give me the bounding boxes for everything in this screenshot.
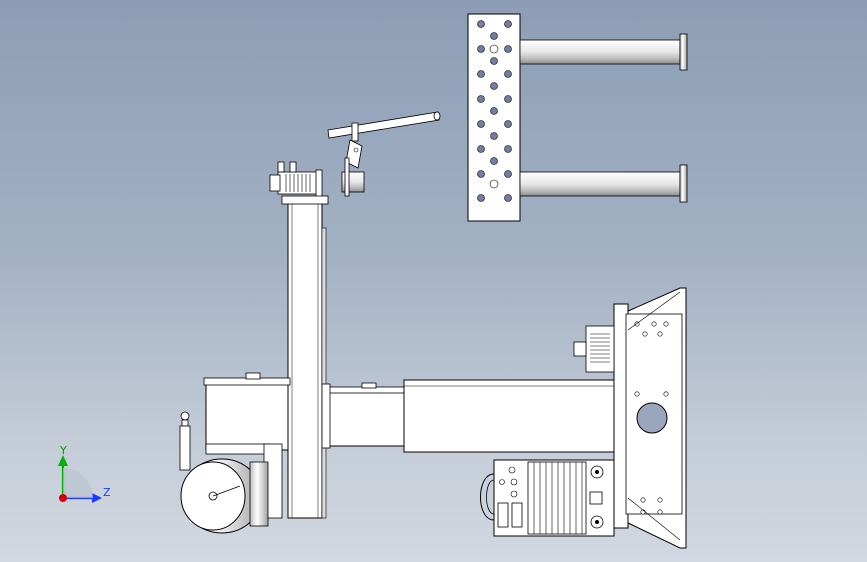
z-axis-label: Z xyxy=(103,486,111,499)
perforated-plate-icon xyxy=(467,13,688,222)
origin-icon xyxy=(59,494,67,502)
slide-bracket xyxy=(613,287,687,549)
vertical-column xyxy=(281,195,329,519)
coordinate-triad[interactable]: Y Z xyxy=(58,444,111,503)
trolley-base xyxy=(179,372,291,534)
welding-power-source-icon xyxy=(480,459,615,537)
y-axis-label: Y xyxy=(59,444,67,457)
horizontal-beam xyxy=(321,379,617,453)
servo-motor-icon xyxy=(573,325,615,373)
torch-arm-assembly xyxy=(269,111,441,201)
